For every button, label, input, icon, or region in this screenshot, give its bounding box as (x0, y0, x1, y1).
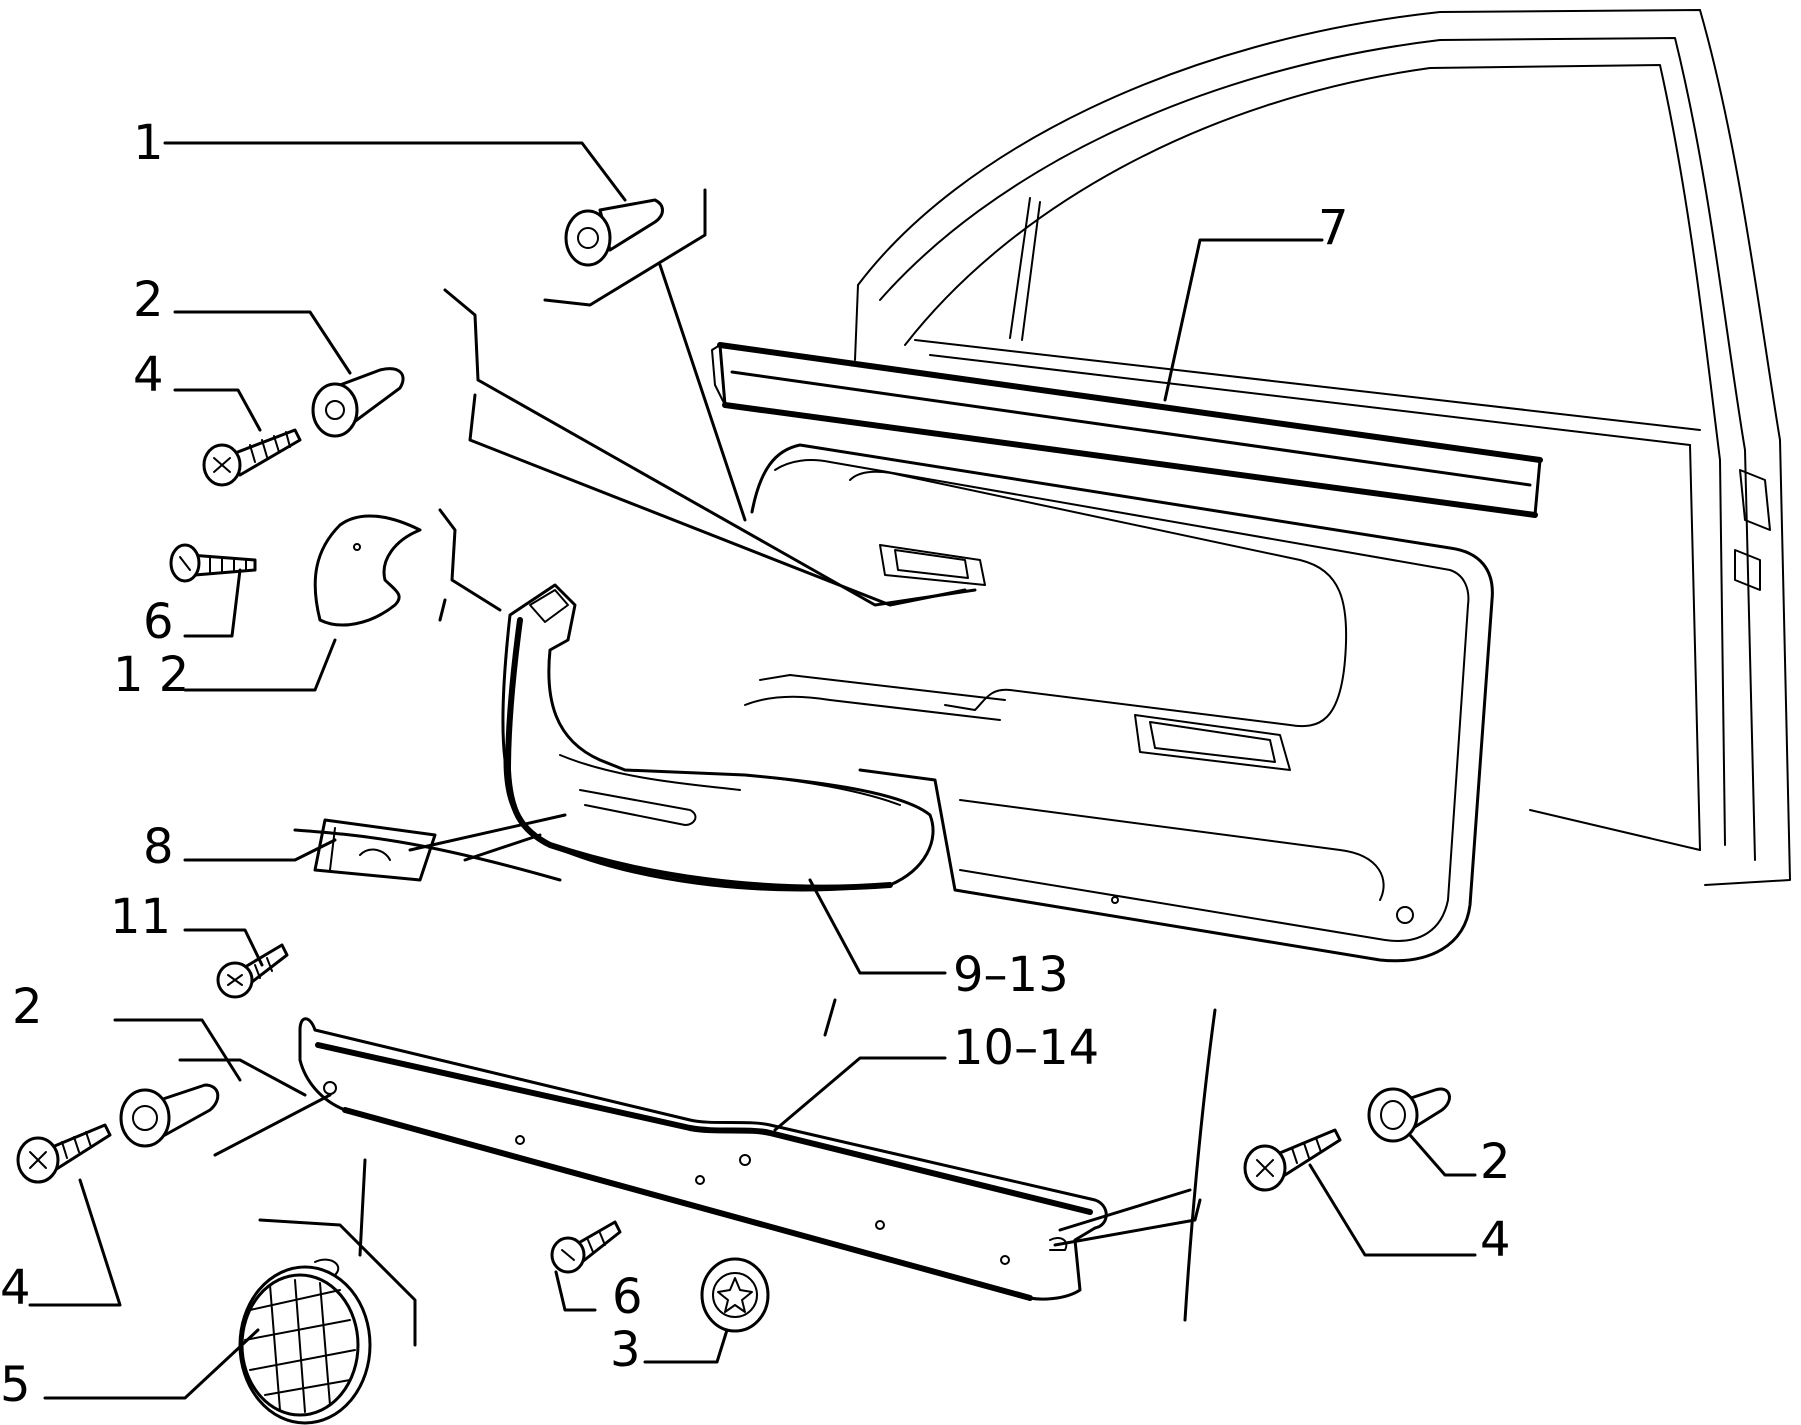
callout-5: 5 (0, 1357, 31, 1413)
push-clip-2a (311, 367, 405, 438)
callout-8: 8 (143, 819, 174, 875)
callout-2: 2 (12, 979, 43, 1035)
rivet-clip-1 (564, 198, 664, 267)
callout-2: 2 (1480, 1134, 1511, 1190)
callout-11: 11 (110, 889, 171, 945)
callout-12: 1 2 (113, 647, 189, 703)
screw-6a (169, 543, 257, 583)
callout-4: 4 (133, 347, 164, 403)
callout-10-14: 10–14 (953, 1020, 1099, 1076)
callout-1: 1 (133, 115, 164, 171)
screw-4c (1243, 1128, 1342, 1192)
screw-6b (550, 1220, 622, 1274)
screw-4b (16, 1123, 112, 1184)
callout-4: 4 (0, 1260, 31, 1316)
screw-11 (216, 943, 289, 999)
grommet-3 (700, 1257, 770, 1333)
speaker-grille-5 (238, 1258, 372, 1425)
callout-4: 4 (1480, 1212, 1511, 1268)
cover-cap-12 (313, 514, 422, 627)
window-seal-strip (711, 342, 1543, 518)
screw-4a (202, 428, 302, 487)
door-frame (854, 9, 1791, 886)
callout-6: 6 (143, 594, 174, 650)
armrest-handle (501, 583, 935, 892)
callout-7: 7 (1318, 200, 1349, 256)
push-clip-2b (119, 1083, 220, 1148)
callout-labels: 1 2 4 6 1 2 7 8 11 9–13 2 10–14 4 5 6 3 … (0, 115, 1511, 1413)
callout-9-13: 9–13 (953, 947, 1069, 1003)
door-trim-panel (744, 443, 1494, 963)
push-clip-2c (1367, 1087, 1451, 1143)
handle-insert-8 (313, 818, 437, 882)
leader-lines (28, 141, 1477, 1400)
callout-3: 3 (610, 1322, 641, 1378)
context-lines (178, 188, 1217, 1347)
callout-2: 2 (133, 272, 164, 328)
callout-6: 6 (612, 1269, 643, 1325)
